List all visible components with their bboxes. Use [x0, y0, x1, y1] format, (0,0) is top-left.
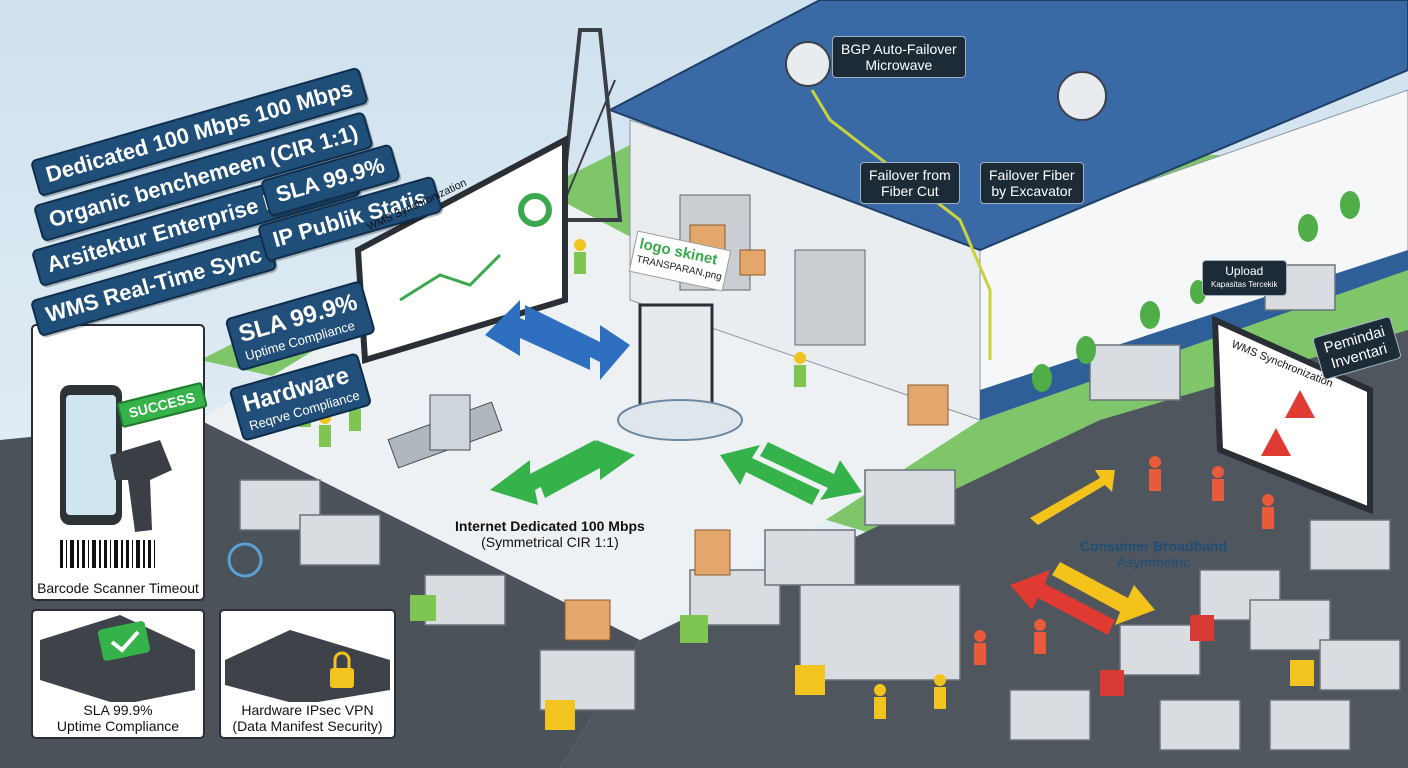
callout-bgp-line2: Microwave — [865, 57, 933, 73]
warning-icon — [1261, 428, 1291, 456]
sla-caption-line1: SLA 99.9% — [83, 702, 153, 718]
green-arrow — [720, 445, 820, 505]
callout-excavator-line2: by Excavator — [991, 183, 1073, 199]
dedicated-internet-label: Internet Dedicated 100 Mbps (Symmetrical… — [455, 518, 645, 550]
yellow-arrow — [1030, 470, 1115, 525]
consumer-label-line1: Consumer Broadband — [1080, 538, 1228, 554]
microwave-dish-icon — [785, 41, 831, 87]
callout-upload-line1: Upload — [1225, 264, 1264, 278]
microwave-dish-icon — [1057, 71, 1107, 121]
callout-excavator-line1: Failover Fiber — [989, 167, 1075, 183]
server-platform — [617, 399, 743, 441]
yellow-arrow — [1052, 562, 1155, 625]
vpn-panel-caption: Hardware IPsec VPN (Data Manifest Securi… — [221, 702, 394, 734]
callout-fibercut-line2: Fiber Cut — [881, 183, 939, 199]
red-arrow — [1010, 570, 1115, 635]
green-arrow — [490, 440, 600, 505]
workers — [299, 239, 1274, 719]
consumer-broadband-label: Consumer Broadband Asymmetric — [1080, 538, 1227, 570]
callout-fibercut-line1: Failover from — [869, 167, 951, 183]
vpn-caption-line2: (Data Manifest Security) — [232, 718, 383, 734]
check-badge-icon — [97, 621, 151, 661]
loading-door-2 — [794, 249, 866, 346]
padlock-icon — [330, 668, 354, 688]
padlock-shackle — [333, 651, 351, 668]
phone-screen — [66, 395, 116, 515]
callout-failover-excavator: Failover Fiber by Excavator — [980, 162, 1084, 204]
green-arrow — [540, 440, 635, 498]
callout-bgp-line1: BGP Auto-Failover — [841, 41, 957, 57]
router-device-icon — [40, 615, 195, 705]
dashboard-donut — [518, 193, 552, 227]
check-mark — [110, 630, 140, 653]
consumer-label-line2: Asymmetric — [1116, 554, 1191, 570]
truck-cabs — [410, 595, 1314, 730]
wifi-icon — [227, 542, 263, 578]
cardboard-boxes — [564, 224, 949, 641]
vpn-caption-line1: Hardware IPsec VPN — [241, 702, 374, 718]
barcode-icon — [60, 540, 155, 568]
barcode-panel-caption: Barcode Scanner Timeout — [33, 580, 203, 596]
sla-caption-line2: Uptime Compliance — [56, 718, 180, 734]
tower-cross — [564, 79, 616, 201]
sla-panel-caption: SLA 99.9% Uptime Compliance — [33, 702, 203, 734]
callout-failover-fiber-cut: Failover from Fiber Cut — [860, 162, 960, 204]
blue-arrow — [485, 300, 590, 370]
warning-icon — [1285, 390, 1315, 418]
callout-bgp-failover: BGP Auto-Failover Microwave — [832, 36, 966, 78]
trees — [1032, 191, 1360, 392]
scanner-gate — [429, 394, 471, 451]
green-arrow — [760, 442, 862, 500]
barcode-scanner-gun-icon — [110, 440, 172, 532]
truck-fleet — [239, 264, 1401, 751]
dashboard-chart-line — [399, 253, 502, 302]
callout-upload-line2: Kapasitas Tercekik — [1211, 280, 1278, 289]
blue-arrow — [525, 305, 630, 380]
callout-upload-capacity: Upload Kapasitas Tercekik — [1202, 260, 1287, 296]
dedicated-label-line1: Internet Dedicated 100 Mbps — [455, 518, 645, 534]
fiber-cable — [810, 89, 992, 360]
dedicated-label-line2: (Symmetrical CIR 1:1) — [481, 534, 619, 550]
